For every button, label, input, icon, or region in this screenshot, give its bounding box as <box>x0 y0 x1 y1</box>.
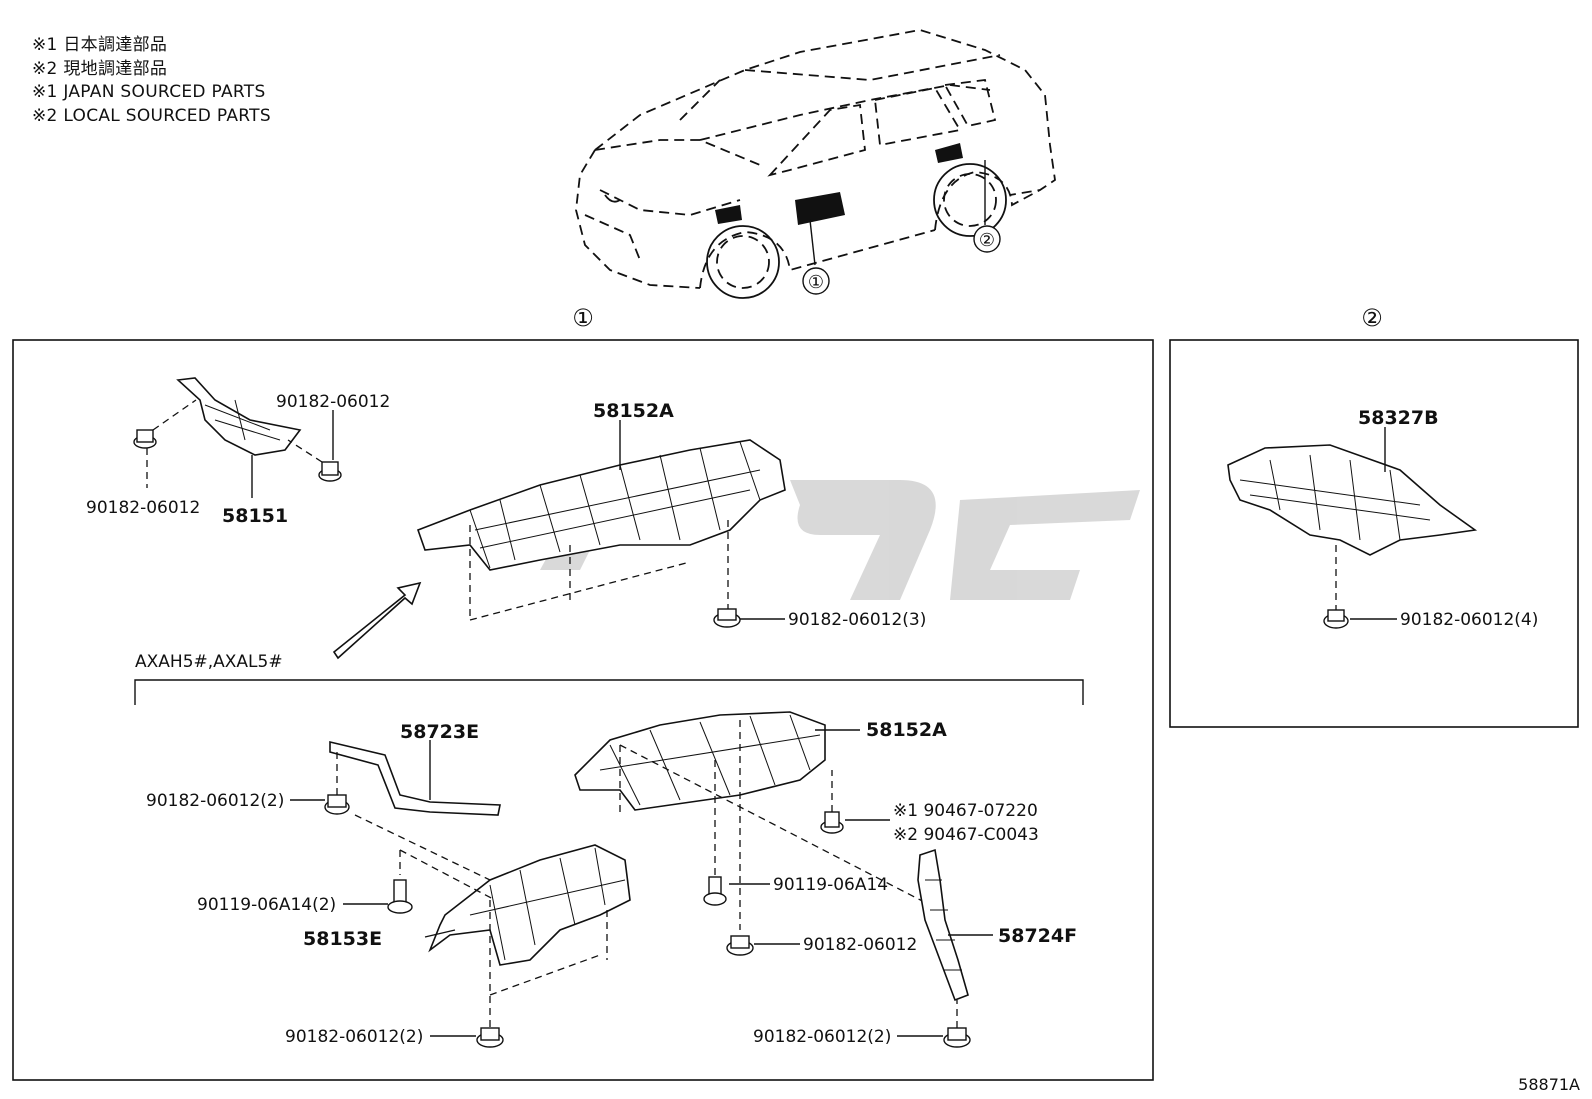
section-marker-1: ① <box>572 304 594 332</box>
legend-line-1: ※1 日本調達部品 <box>32 35 168 55</box>
variant-bracket <box>134 679 1084 705</box>
callout-58327B: 58327B <box>1358 407 1439 429</box>
clip-90182-3 <box>713 608 741 628</box>
diagram-code: 58871A <box>1518 1075 1580 1094</box>
callout-90182-06012-2-b: 90182-06012(2) <box>285 1027 423 1047</box>
clip-90182-2-c <box>943 1000 971 1048</box>
clip-90182-2-b <box>476 1027 504 1048</box>
legend-line-2: ※2 現地調達部品 <box>32 58 168 79</box>
vehicle-overview: ① ② <box>575 29 1056 299</box>
callout-90467-07220: ※1 90467-07220 <box>893 801 1038 821</box>
part-58152A-lower <box>574 711 826 811</box>
callout-90182-06012-2-c: 90182-06012(2) <box>753 1027 891 1047</box>
callout-58152A-lower: 58152A <box>866 719 947 741</box>
part-58152A-top <box>416 439 786 571</box>
callout-58153E: 58153E <box>303 928 382 950</box>
section-marker-2: ② <box>1361 304 1383 332</box>
callout-90182-06012-a: 90182-06012 <box>86 498 200 518</box>
clip-90182-left <box>133 399 197 488</box>
callout-90467-C0043: ※2 90467-C0043 <box>893 825 1039 845</box>
callout-58724F: 58724F <box>998 925 1077 947</box>
car-marker-2: ② <box>979 230 995 251</box>
clip-90467 <box>820 770 844 834</box>
bolt-90119-2 <box>387 879 413 914</box>
callout-90182-06012-b: 90182-06012 <box>276 392 390 412</box>
callout-90182-06012-c: 90182-06012 <box>803 935 917 955</box>
car-marker-1: ① <box>808 272 824 293</box>
callout-90182-06012-2-a: 90182-06012(2) <box>146 791 284 811</box>
legend: ※1 日本調達部品 ※2 現地調達部品 ※1 JAPAN SOURCED PAR… <box>32 34 271 128</box>
callout-58152A-top: 58152A <box>593 400 674 422</box>
callout-58723E: 58723E <box>400 721 479 743</box>
view-2-frame <box>1169 339 1579 728</box>
callout-90182-06012-3: 90182-06012(3) <box>788 610 926 630</box>
part-58724F <box>917 848 969 1002</box>
legend-line-4: ※2 LOCAL SOURCED PARTS <box>32 105 271 126</box>
view-direction-arrow <box>332 581 422 660</box>
clip-90182-right <box>287 410 342 482</box>
view-1-frame <box>12 339 1154 1081</box>
clip-90182-c <box>726 935 754 956</box>
callout-90182-06012-4: 90182-06012(4) <box>1400 610 1538 630</box>
callout-58151: 58151 <box>222 505 288 527</box>
clip-90182-4 <box>1323 609 1349 629</box>
callout-90119-06A14-2: 90119-06A14(2) <box>197 895 336 915</box>
clip-90182-2-a <box>324 752 350 815</box>
part-58153E <box>428 844 631 966</box>
callout-90119-06A14: 90119-06A14 <box>773 875 888 895</box>
part-58151 <box>176 377 302 456</box>
part-58327B <box>1227 444 1478 556</box>
bolt-90119 <box>703 876 727 906</box>
variant-label: AXAH5#,AXAL5# <box>135 652 283 672</box>
part-58723E <box>329 740 501 816</box>
legend-line-3: ※1 JAPAN SOURCED PARTS <box>32 82 266 102</box>
